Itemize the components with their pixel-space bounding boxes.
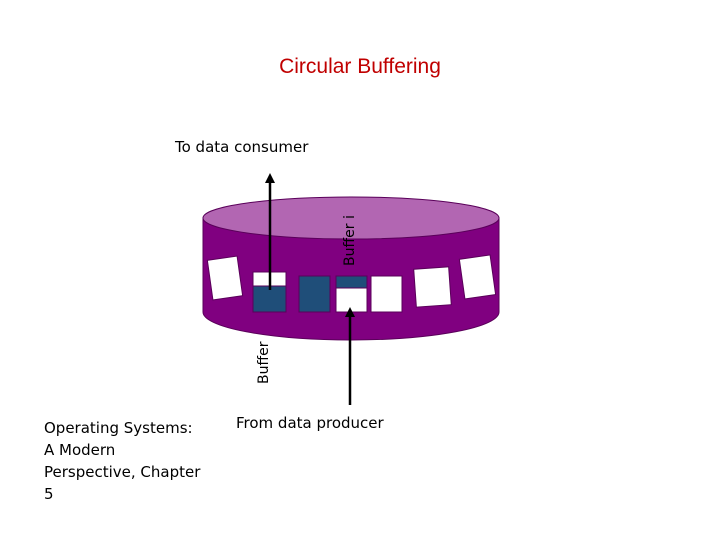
footer-caption: Operating Systems: A Modern Perspective,… [44, 417, 214, 505]
producer-label: From data producer [236, 414, 384, 432]
footer-line: Perspective, Chapter [44, 463, 201, 481]
buffer-slot-filled [252, 285, 287, 313]
buffer-slot [206, 255, 244, 301]
buffer-slot [370, 275, 403, 313]
buffer-label: Buffer [256, 341, 272, 384]
buffer-slot-filled [298, 275, 331, 313]
consumer-label: To data consumer [175, 138, 309, 156]
buffer-slot [413, 266, 452, 308]
buffer-slot-filled [335, 275, 368, 289]
buffer-i-label: Buffer i [342, 215, 358, 266]
footer-line: A Modern [44, 441, 116, 459]
diagram-title: Circular Buffering [279, 55, 441, 78]
footer-line: 5 [44, 485, 54, 503]
buffer-slot [458, 254, 497, 300]
ring-top [202, 196, 500, 240]
buffer-slot [335, 287, 368, 313]
footer-line: Operating Systems: [44, 419, 193, 437]
